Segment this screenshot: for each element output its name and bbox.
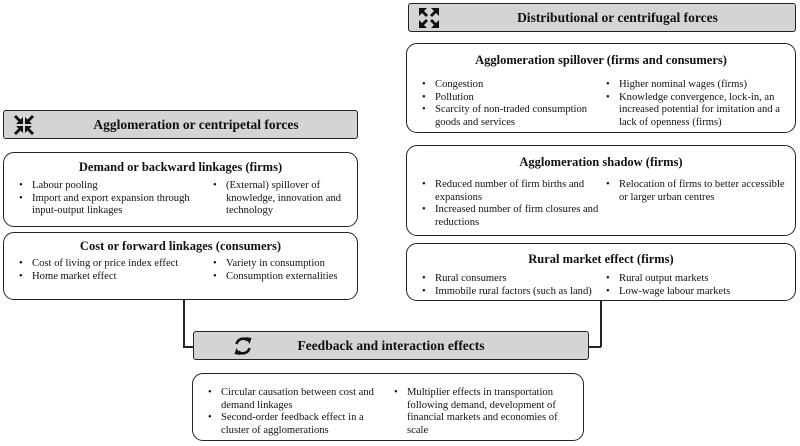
list-item: Congestion xyxy=(421,79,601,92)
rural-market-effect-right-list: Rural output markets Low-wage labour mar… xyxy=(605,273,791,298)
distributional-forces-header: Distributional or centrifugal forces xyxy=(408,3,796,32)
list-item: Cost of living or price index effect xyxy=(18,258,192,271)
cost-linkages-right-list: Variety in consumption Consumption exter… xyxy=(212,258,354,283)
list-item: Rural output markets xyxy=(605,273,791,286)
agglomeration-shadow-title: Agglomeration shadow (firms) xyxy=(519,155,683,169)
list-item: Immobile rural factors (such as land) xyxy=(421,286,605,299)
list-item: Reduced number of firm births and expans… xyxy=(421,179,605,204)
cost-linkages-left-list: Cost of living or price index effect Hom… xyxy=(18,258,192,283)
feedback-effects-title: Feedback and interaction effects xyxy=(297,337,485,353)
rural-market-effect-panel: Rural market effect (firms) Rural consum… xyxy=(406,243,796,301)
connector-right xyxy=(600,300,602,347)
list-item: Rural consumers xyxy=(421,273,605,286)
list-item: Labour pooling xyxy=(18,180,210,193)
connector-left xyxy=(183,300,185,347)
connector-right-horizontal xyxy=(588,346,601,348)
demand-linkages-left-list: Labour pooling Import and export expansi… xyxy=(18,180,210,218)
list-item: Knowledge convergence, lock-in, an incre… xyxy=(605,92,791,130)
connector-left-horizontal xyxy=(183,346,195,348)
agglomeration-spillover-left-list: Congestion Pollution Scarcity of non-tra… xyxy=(421,79,601,129)
list-item: Home market effect xyxy=(18,271,192,284)
cost-linkages-panel: Cost or forward linkages (consumers) Cos… xyxy=(3,232,358,300)
feedback-effects-panel: Circular causation between cost and dema… xyxy=(192,373,584,441)
demand-linkages-panel: Demand or backward linkages (firms) Labo… xyxy=(3,152,358,227)
feedback-effects-header: Feedback and interaction effects xyxy=(193,331,589,360)
list-item: (External) spillover of knowledge, innov… xyxy=(212,180,354,218)
rural-market-effect-title: Rural market effect (firms) xyxy=(528,252,674,266)
agglomeration-shadow-right-list: Relocation of firms to better accessible… xyxy=(605,179,791,204)
list-item: Circular causation between cost and dema… xyxy=(207,387,391,412)
list-item: Pollution xyxy=(421,92,601,105)
agglomeration-forces-title: Agglomeration or centripetal forces xyxy=(93,116,299,132)
agglomeration-shadow-left-list: Reduced number of firm births and expans… xyxy=(421,179,605,229)
demand-linkages-title: Demand or backward linkages (firms) xyxy=(78,160,283,174)
compress-arrows-icon xyxy=(418,7,440,29)
agglomeration-spillover-panel: Agglomeration spillover (firms and consu… xyxy=(406,43,796,133)
feedback-effects-left-list: Circular causation between cost and dema… xyxy=(207,387,391,437)
agglomeration-spillover-right-list: Higher nominal wages (firms) Knowledge c… xyxy=(605,79,791,129)
converging-arrows-icon xyxy=(13,114,35,136)
demand-linkages-right-list: (External) spillover of knowledge, innov… xyxy=(212,180,354,218)
list-item: Increased number of firm closures and re… xyxy=(421,204,605,229)
list-item: Low-wage labour markets xyxy=(605,286,791,299)
list-item: Higher nominal wages (firms) xyxy=(605,79,791,92)
list-item: Consumption externalities xyxy=(212,271,354,284)
rural-market-effect-left-list: Rural consumers Immobile rural factors (… xyxy=(421,273,605,298)
list-item: Relocation of firms to better accessible… xyxy=(605,179,791,204)
distributional-forces-title: Distributional or centrifugal forces xyxy=(517,9,718,25)
list-item: Variety in consumption xyxy=(212,258,354,271)
list-item: Second-order feedback effect in a cluste… xyxy=(207,412,391,437)
feedback-effects-right-list: Multiplier effects in transportation fol… xyxy=(393,387,579,437)
cost-linkages-title: Cost or forward linkages (consumers) xyxy=(79,239,282,253)
agglomeration-spillover-title: Agglomeration spillover (firms and consu… xyxy=(475,53,727,67)
agglomeration-forces-header: Agglomeration or centripetal forces xyxy=(3,110,358,139)
cycle-arrows-icon xyxy=(232,335,254,357)
list-item: Import and export expansion through inpu… xyxy=(18,193,210,218)
agglomeration-shadow-panel: Agglomeration shadow (firms) Reduced num… xyxy=(406,145,796,236)
list-item: Multiplier effects in transportation fol… xyxy=(393,387,579,437)
list-item: Scarcity of non-traded consumption goods… xyxy=(421,104,601,129)
